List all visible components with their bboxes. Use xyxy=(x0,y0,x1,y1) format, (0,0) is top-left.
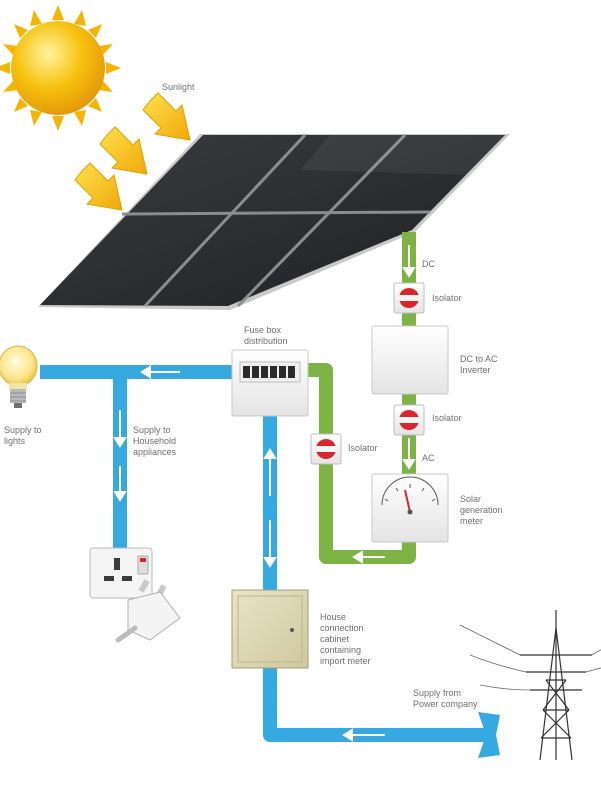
isolator-switch-icon xyxy=(310,433,342,465)
lightbulb-icon xyxy=(0,345,38,408)
sun-icon xyxy=(0,5,121,131)
house-connection-cabinet xyxy=(231,589,309,669)
supply-cable-end xyxy=(478,712,500,758)
label-supply-household: Supply to Household appliances xyxy=(133,425,177,457)
plug-icon xyxy=(115,579,181,643)
label-ac: AC xyxy=(422,453,435,463)
fuse-box xyxy=(231,349,309,417)
label-isolator-mid: Isolator xyxy=(432,413,462,423)
blue-flow-arrows xyxy=(113,365,385,742)
label-sunlight: Sunlight xyxy=(162,82,195,92)
pylon-icon xyxy=(459,610,601,761)
sunlight-arrow-icon xyxy=(74,92,191,211)
label-isolator-top: Isolator xyxy=(432,293,462,303)
label-isolator-left: Isolator xyxy=(348,443,378,453)
isolator-switch-icon xyxy=(393,282,425,314)
label-supply-power-company: Supply from Power company xyxy=(413,688,478,709)
meter-dial-icon xyxy=(371,473,449,543)
green-flow-arrows xyxy=(352,245,416,564)
label-solar-meter: Solar generation meter xyxy=(460,494,503,526)
label-house-cabinet: House connection cabinet containing impo… xyxy=(320,612,371,666)
label-fuse-box: Fuse box distribution xyxy=(244,325,288,346)
label-inverter: DC to AC Inverter xyxy=(460,354,498,375)
solar-panel-icon xyxy=(38,133,510,310)
wall-socket-icon xyxy=(89,547,153,599)
isolator-switch-icon xyxy=(393,404,425,436)
label-supply-lights: Supply to lights xyxy=(4,425,42,446)
label-dc: DC xyxy=(422,259,435,269)
inverter-box xyxy=(371,325,449,395)
